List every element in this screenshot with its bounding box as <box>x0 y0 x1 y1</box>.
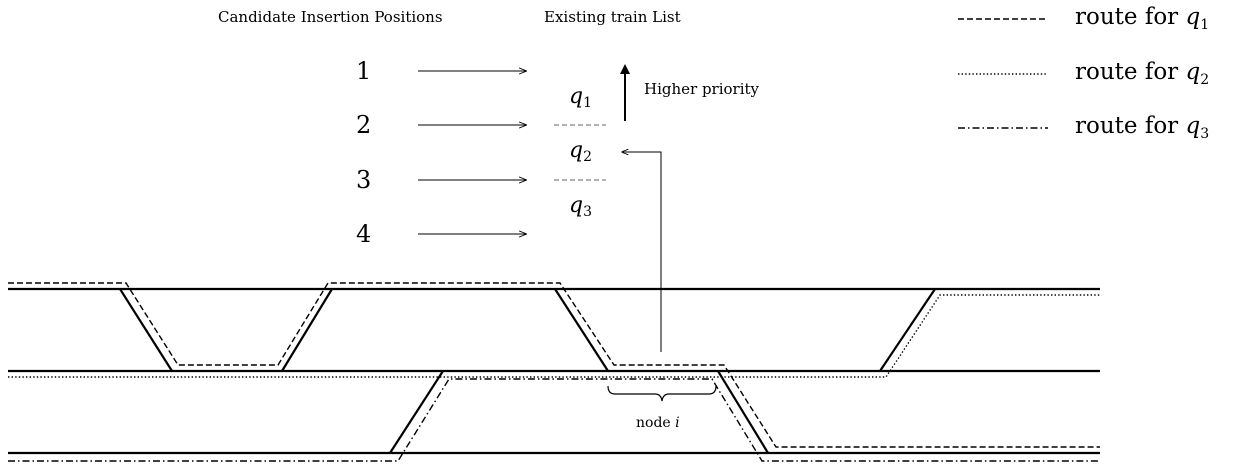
position-number-2: 2 <box>356 111 372 139</box>
train-separators <box>554 124 606 181</box>
position-arrows <box>418 71 526 234</box>
crossover-2 <box>554 288 609 372</box>
position-number-3: 3 <box>356 166 372 194</box>
node-connector-arrow <box>622 152 662 352</box>
priority-label: Higher priority <box>644 80 760 98</box>
candidates-title: Candidate Insertion Positions <box>218 8 443 26</box>
existing-list-title: Existing train List <box>544 8 681 26</box>
route-q1 <box>8 282 1100 448</box>
crossover-4b <box>717 370 769 454</box>
legend-label-q3: route for q3 <box>1075 113 1210 142</box>
legend-samples <box>958 18 1048 129</box>
main-tracks <box>8 287 1100 455</box>
crossover-3 <box>879 288 936 372</box>
crossovers <box>119 288 936 454</box>
route-q3 <box>8 378 1100 462</box>
train-q3: q3 <box>569 193 593 220</box>
train-q1: q1 <box>569 84 593 111</box>
legend-label-q2: route for q2 <box>1075 59 1210 88</box>
legend-label-q1: route for q1 <box>1075 4 1210 33</box>
node-label: node i <box>636 415 680 431</box>
position-number-1: 1 <box>356 57 372 85</box>
route-q2 <box>8 294 1100 378</box>
node-brace <box>607 385 717 402</box>
crossover-4a <box>389 370 444 454</box>
crossover-1b <box>281 288 333 372</box>
train-q2: q2 <box>569 138 593 165</box>
position-number-4: 4 <box>356 220 372 248</box>
crossover-1a <box>119 288 173 372</box>
